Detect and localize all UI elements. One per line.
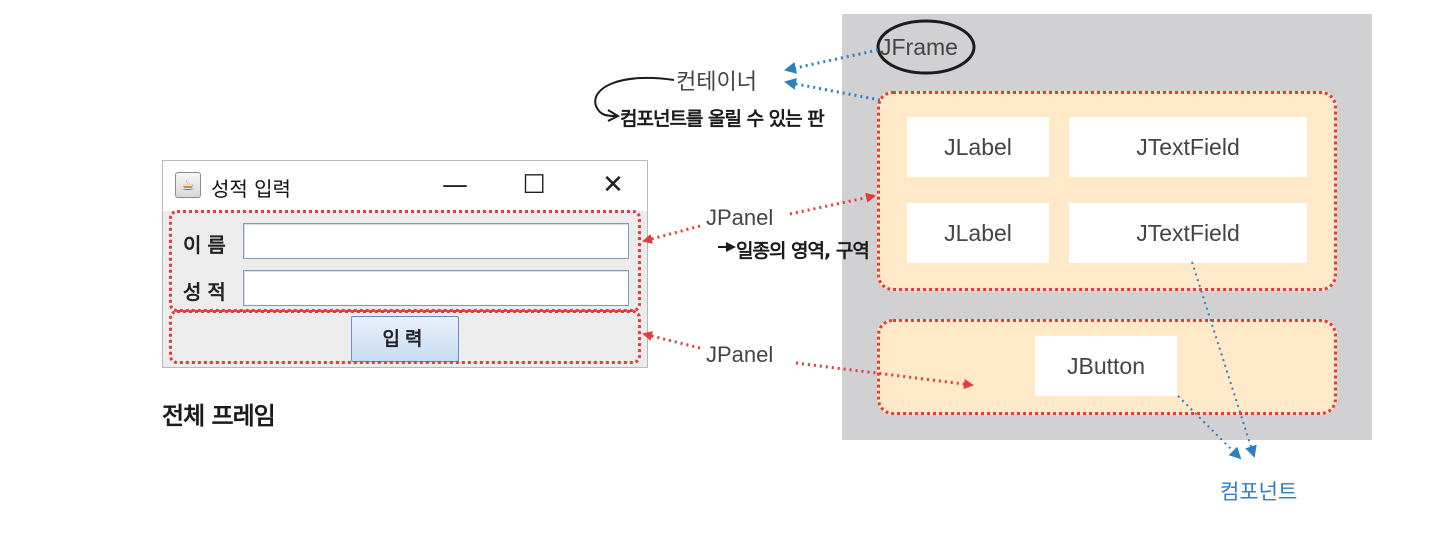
jtextfield-box-2: JTextField — [1069, 203, 1307, 263]
panel-note: 일종의 영역, 구역 — [736, 240, 870, 262]
arrow-jpanel2-to-diagram — [795, 361, 974, 389]
arrow-button-to-component — [1177, 395, 1242, 460]
jpanel-label-1: JPanel — [706, 205, 774, 230]
arrow-container-to-jframe — [784, 48, 879, 74]
jlabel-box-2: JLabel — [907, 203, 1049, 263]
bottom-panel-outline — [169, 310, 641, 364]
arrow-jpanel1-to-window — [642, 224, 701, 244]
java-app-icon: ☕ — [175, 172, 201, 198]
name-label: 이름 — [183, 233, 232, 257]
container-label: 컨테이너 — [676, 69, 757, 94]
whole-frame-caption: 전체 프레임 — [162, 402, 276, 430]
score-input-window: ☕ 성적 입력 — ☐ ✕ 이름 성적 입력 — [162, 160, 648, 368]
arrow-jpanel2-to-window — [642, 331, 701, 350]
score-field[interactable] — [243, 270, 629, 306]
arrow-textfield-to-component — [1191, 261, 1257, 458]
container-note: 컴포넌트를 올릴 수 있는 판 — [620, 108, 825, 130]
arrow-jpanel1-to-diagram — [789, 192, 876, 216]
minimize-icon[interactable]: — — [442, 170, 468, 200]
name-field[interactable] — [243, 223, 629, 259]
score-label: 성적 — [183, 280, 232, 304]
component-label: 컴포넌트 — [1220, 481, 1298, 504]
jlabel-box-1: JLabel — [907, 117, 1049, 177]
jtextfield-box-1: JTextField — [1069, 117, 1307, 177]
maximize-icon[interactable]: ☐ — [522, 170, 546, 200]
window-titlebar: ☕ 성적 입력 — ☐ ✕ — [163, 161, 647, 211]
close-icon[interactable]: ✕ — [602, 170, 624, 200]
jpanel-label-2: JPanel — [706, 342, 774, 367]
jframe-circle — [876, 19, 976, 75]
jframe-label: JFrame — [880, 34, 958, 60]
hook-arrow-container — [594, 76, 675, 117]
jbutton-box: JButton — [1035, 336, 1177, 396]
submit-button[interactable]: 입력 — [351, 316, 459, 362]
window-title: 성적 입력 — [211, 177, 291, 201]
arrow-container-to-panel — [784, 77, 881, 102]
